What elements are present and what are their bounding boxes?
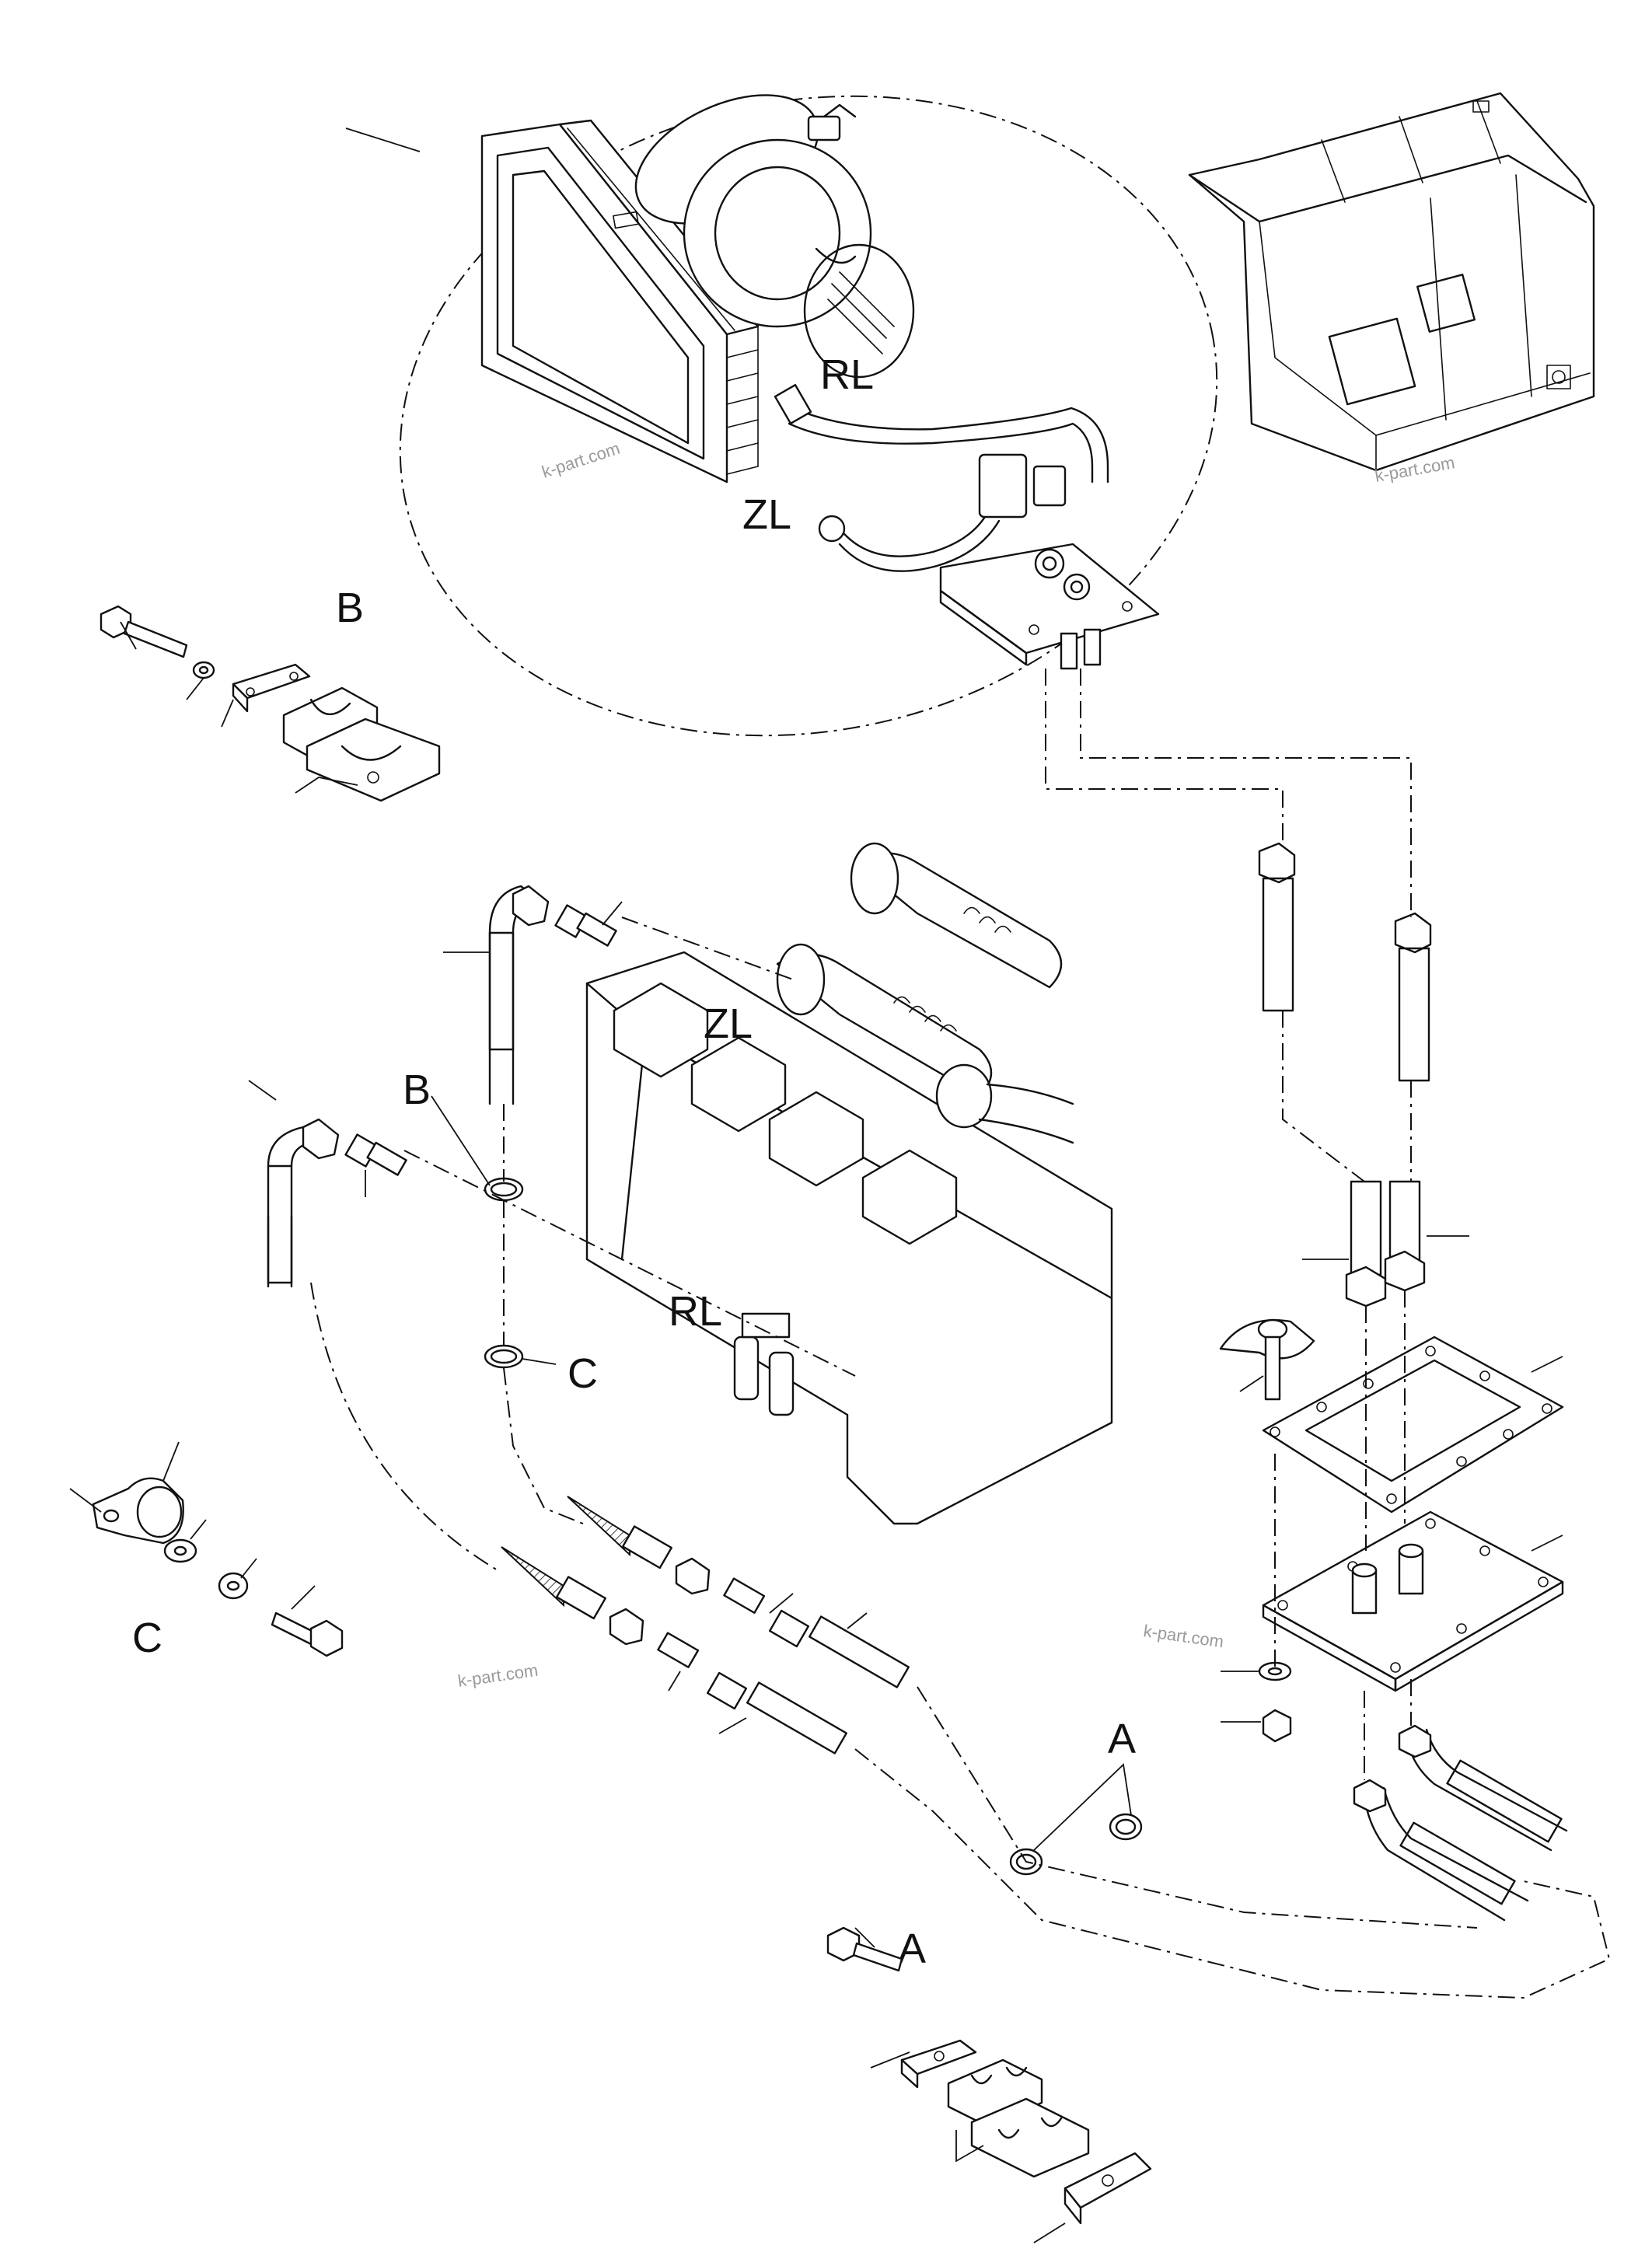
- detail-b-clamp-set: B: [100, 585, 441, 802]
- adapter-zl: [554, 904, 617, 947]
- floor-gasket: [1262, 1335, 1564, 1514]
- seal-ring-c: [484, 1344, 524, 1369]
- thumb-screw: [1219, 1318, 1315, 1401]
- intake-pipes: [776, 842, 1074, 1144]
- label-zl-heater: ZL: [742, 491, 791, 538]
- label-b-seal: B: [403, 1067, 431, 1113]
- washer-nut-set: [1221, 1661, 1292, 1743]
- label-rl-engine: RL: [669, 1288, 722, 1335]
- rl-hose-upper: [788, 422, 1094, 484]
- label-b-detail: B: [336, 585, 364, 631]
- zl-hose-upper: [838, 512, 989, 557]
- clamp-block-b: [282, 686, 441, 802]
- hose-lower-zl: [567, 1496, 910, 1688]
- label-c-seal: C: [568, 1350, 598, 1397]
- blower-motor: [634, 94, 915, 379]
- adapter-rl: [344, 1133, 407, 1176]
- watermark-4: k-part.com: [1142, 1621, 1224, 1651]
- hose-nut-zl: [512, 885, 550, 927]
- bolt-a: [826, 1926, 903, 1972]
- coolant-taps: [733, 1312, 795, 1416]
- cover-plate-a-lower: [1063, 2152, 1152, 2209]
- hose-pair-right-lower: [1302, 1180, 1469, 1308]
- hose-pair-right-upper: [1258, 842, 1432, 1082]
- label-c-detail: C: [132, 1615, 162, 1661]
- plate-nipples: [1351, 1543, 1424, 1615]
- hose-zl-left: [443, 885, 623, 1105]
- routing-lines: [310, 669, 1611, 1999]
- floor-plate: k-part.com: [1142, 1510, 1564, 1692]
- hose-pair-right-bottom: [1353, 1724, 1568, 1922]
- seal-ring-a-2: [1109, 1813, 1143, 1841]
- detail-a-clamp-set: A: [826, 1926, 1152, 2243]
- heater-leader-line: [345, 127, 421, 152]
- washer-b: [192, 661, 215, 679]
- hose-nut-rl: [302, 1118, 340, 1160]
- label-a-seals: A: [1108, 1716, 1136, 1762]
- detail-c-clamp-set: C: [69, 1441, 344, 1661]
- hose-lower-rl: [501, 1546, 847, 1754]
- bolt-b: [100, 605, 188, 658]
- heat-exchanger: [480, 119, 760, 484]
- detail-ellipse: [399, 95, 1218, 737]
- watermark-1: k-part.com: [540, 438, 623, 482]
- washer-c-2: [218, 1572, 249, 1600]
- watermark-3: k-part.com: [456, 1660, 539, 1691]
- engine-block: RL ZL: [585, 842, 1113, 1525]
- control-valve-plate: [939, 453, 1160, 670]
- cab-housing: k-part.com: [1188, 92, 1595, 486]
- clamp-block-a: [947, 2058, 1090, 2178]
- washer-c-1: [163, 1538, 197, 1563]
- label-zl-engine: ZL: [704, 1000, 753, 1047]
- heater-unit-callout: RL ZL k-part.com: [345, 94, 1218, 737]
- cover-plate-b: [232, 663, 311, 700]
- label-a-detail: A: [898, 1926, 926, 1972]
- hose-rl-left: [248, 1080, 407, 1288]
- label-rl-heater: RL: [820, 351, 874, 398]
- bolt-c: [271, 1611, 344, 1657]
